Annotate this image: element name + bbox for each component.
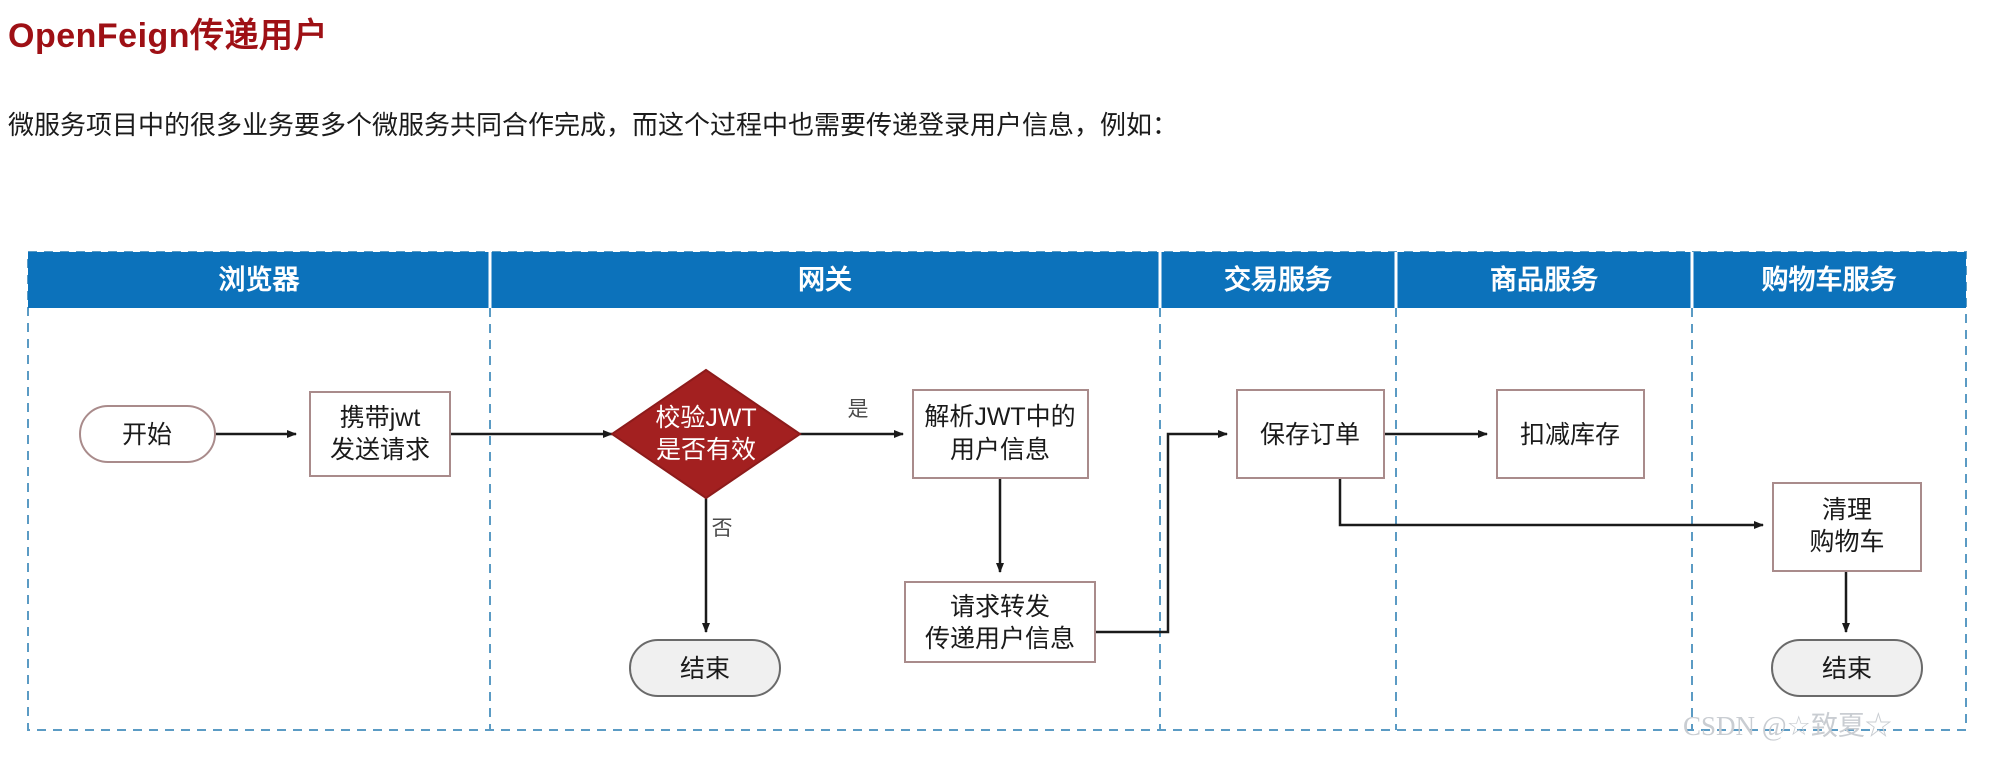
intro-paragraph: 微服务项目中的很多业务要多个微服务共同合作完成，而这个过程中也需要传递登录用户信…	[8, 110, 1179, 140]
lane-header-trade: 交易服务	[1224, 264, 1332, 295]
node-start-label: 开始	[122, 421, 172, 449]
node-send-request-line2: 发送请求	[330, 436, 430, 464]
page-title: OpenFeign传递用户	[8, 17, 329, 55]
node-clear-cart-line1: 清理	[1822, 496, 1872, 524]
node-send-request[interactable]: 携带jwt 发送请求	[309, 391, 451, 477]
node-start[interactable]: 开始	[79, 405, 216, 463]
node-verify-jwt[interactable]: 校验JWT 是否有效	[610, 368, 802, 500]
node-end-left[interactable]: 结束	[629, 639, 781, 697]
node-end-right[interactable]: 结束	[1771, 639, 1923, 697]
lane-header-gateway: 网关	[798, 265, 852, 295]
node-forward-request-line2: 传递用户信息	[925, 625, 1075, 653]
node-save-order-label: 保存订单	[1260, 421, 1360, 449]
node-deduct-stock[interactable]: 扣减库存	[1496, 389, 1645, 479]
node-deduct-stock-label: 扣减库存	[1520, 421, 1620, 449]
edge-order-cart	[1338, 478, 1764, 529]
edge-forward-order	[1095, 430, 1228, 634]
node-clear-cart-line2: 购物车	[1809, 528, 1884, 556]
node-forward-request-line1: 请求转发	[950, 593, 1050, 621]
node-verify-jwt-line1: 校验JWT	[655, 404, 756, 432]
node-end-left-label: 结束	[680, 655, 730, 683]
edge-label-yes: 是	[848, 398, 869, 421]
csdn-watermark: CSDN @☆致夏☆	[1683, 711, 1892, 741]
lane-header-item: 商品服务	[1490, 265, 1598, 295]
node-parse-jwt[interactable]: 解析JWT中的 用户信息	[912, 389, 1089, 479]
edge-label-no: 否	[712, 517, 733, 540]
lane-header-browser: 浏览器	[219, 264, 301, 295]
node-send-request-line1: 携带jwt	[340, 404, 421, 432]
edges	[215, 430, 1850, 634]
node-verify-jwt-line2: 是否有效	[656, 436, 756, 464]
node-parse-jwt-line1: 解析JWT中的	[924, 403, 1075, 431]
node-parse-jwt-line2: 用户信息	[950, 436, 1050, 464]
node-forward-request[interactable]: 请求转发 传递用户信息	[904, 581, 1096, 663]
lane-header-cart: 购物车服务	[1762, 264, 1897, 295]
lane-dividers	[489, 308, 1693, 730]
lane-header-band	[28, 252, 1966, 308]
node-end-right-label: 结束	[1822, 655, 1872, 683]
node-clear-cart[interactable]: 清理 购物车	[1772, 482, 1922, 572]
node-save-order[interactable]: 保存订单	[1236, 389, 1385, 479]
